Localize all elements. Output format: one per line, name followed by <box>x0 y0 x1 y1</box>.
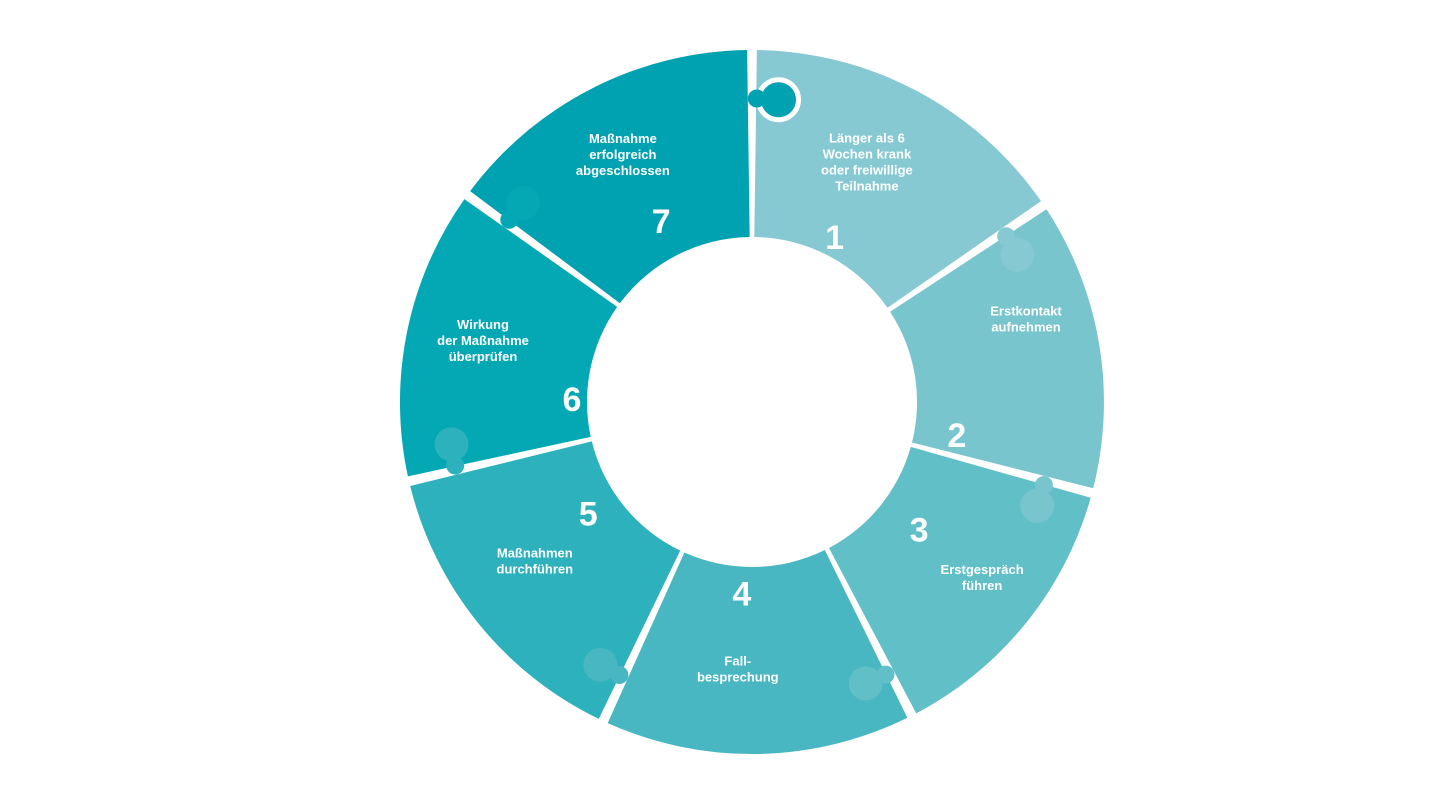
puzzle-knob-neck <box>876 665 895 684</box>
step-label-line: Teilnahme <box>835 179 898 194</box>
step-label-line: Fall- <box>724 654 751 669</box>
puzzle-knob-neck <box>997 227 1016 246</box>
step-label-line: durchführen <box>497 562 574 577</box>
step-label-line: der Maßnahme <box>437 333 529 348</box>
step-number-6: 6 <box>563 381 582 419</box>
puzzle-knob-neck <box>446 456 465 475</box>
step-number-3: 3 <box>910 511 929 549</box>
puzzle-knob-neck <box>1034 476 1053 495</box>
puzzle-piece-shape <box>470 50 750 304</box>
puzzle-piece-shape <box>399 199 618 477</box>
puzzle-knob-fill <box>1020 488 1055 523</box>
step-label-line: besprechung <box>697 670 779 685</box>
step-label-line: erfolgreich <box>589 147 656 162</box>
step-number-7: 7 <box>652 203 671 241</box>
puzzle-knob-fill <box>434 427 469 462</box>
puzzle-pieces <box>399 50 1104 755</box>
step-label-line: führen <box>962 578 1003 593</box>
puzzle-piece-shape <box>410 441 681 719</box>
step-label-line: aufnehmen <box>991 319 1060 334</box>
puzzle-piece-shape <box>890 209 1104 489</box>
puzzle-knob-fill <box>505 185 540 220</box>
step-label-line: abgeschlossen <box>576 163 670 178</box>
puzzle-knob-neck <box>747 89 766 108</box>
step-label-line: Maßnahmen <box>497 546 573 561</box>
puzzle-knob-neck <box>610 666 629 684</box>
step-number-5: 5 <box>579 496 598 534</box>
puzzle-knob-fill <box>1000 237 1035 272</box>
puzzle-knob-fill <box>761 82 796 117</box>
step-label-line: überprüfen <box>449 349 518 364</box>
step-label-4: Fall-besprechung <box>697 654 779 685</box>
step-label-line: Wochen krank <box>823 147 912 162</box>
puzzle-knob-fill <box>583 647 618 682</box>
step-label-line: oder freiwillige <box>821 163 913 178</box>
step-label-line: Maßnahme <box>589 131 657 146</box>
step-number-1: 1 <box>825 219 844 257</box>
puzzle-piece-shape <box>607 550 908 755</box>
step-number-4: 4 <box>732 576 751 614</box>
step-label-line: Erstkontakt <box>990 303 1062 318</box>
step-label-line: Erstgespräch <box>941 562 1024 577</box>
step-label-line: Länger als 6 <box>829 131 905 146</box>
puzzle-knob-neck <box>500 210 519 229</box>
step-number-2: 2 <box>947 417 966 455</box>
step-label-line: Wirkung <box>457 317 509 332</box>
puzzle-piece-shape <box>754 50 1041 308</box>
puzzle-knob-fill <box>848 666 883 701</box>
